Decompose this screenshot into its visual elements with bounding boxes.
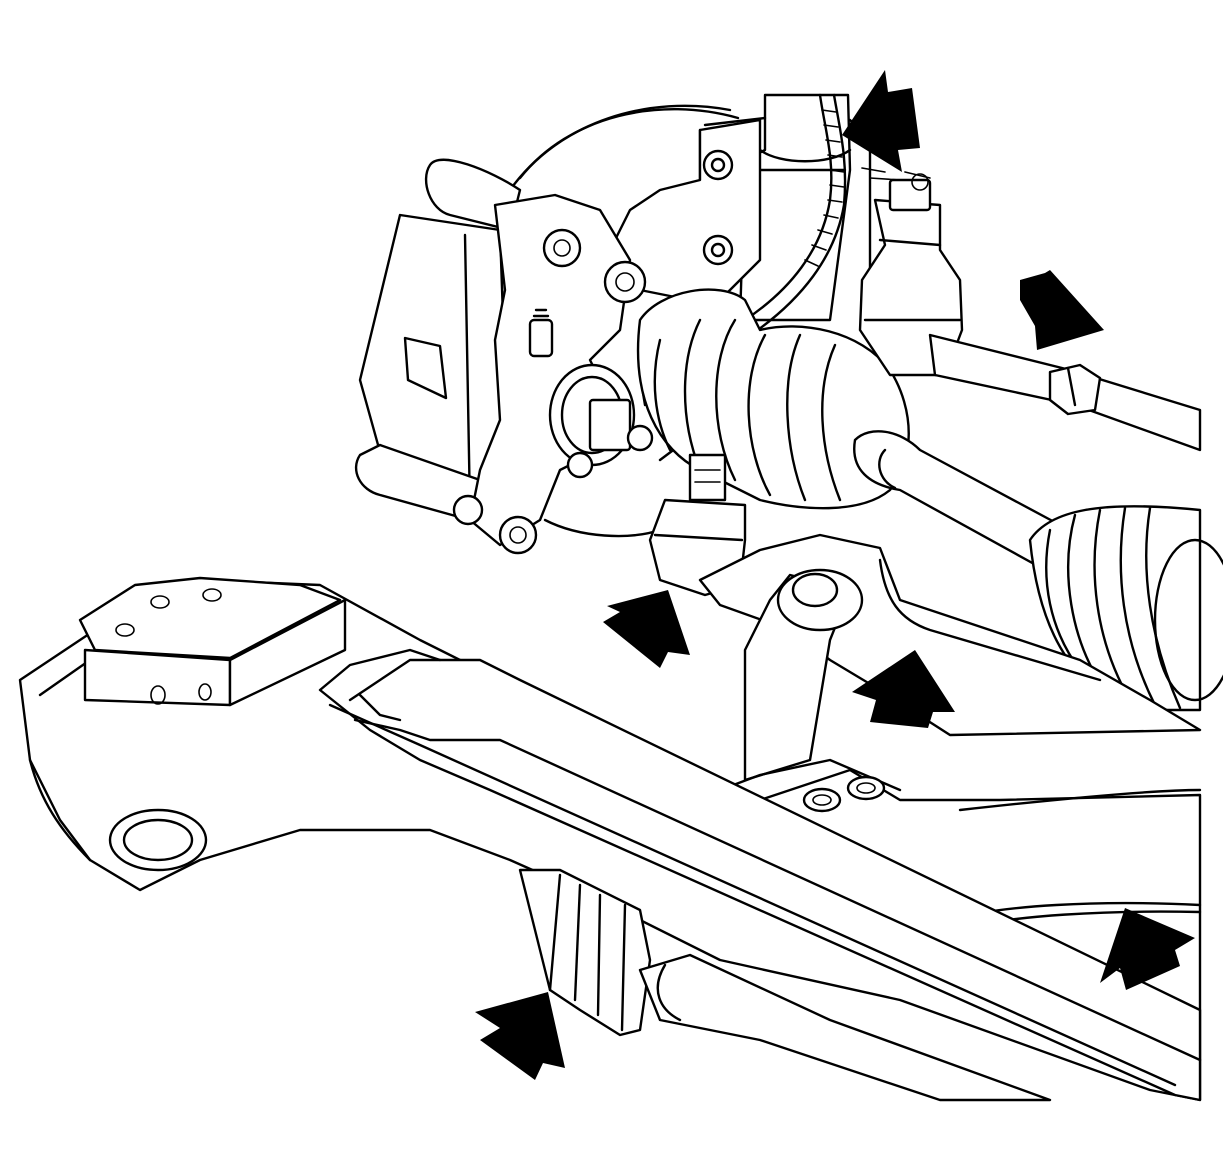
brake-caliper <box>354 158 636 547</box>
arrow-ball-joint <box>603 590 690 668</box>
drive-shaft <box>853 430 1062 572</box>
arrow-steering-boot <box>475 992 565 1080</box>
tie-rod <box>928 333 1202 452</box>
steering-gear-boot <box>518 868 1052 1102</box>
cv-axle-boot <box>636 288 910 510</box>
arrow-top-strut <box>842 70 920 172</box>
brake-rotor <box>508 104 740 538</box>
stabilizer-link <box>743 568 864 782</box>
arrow-tie-rod-right <box>1020 270 1104 350</box>
steering-knuckle <box>608 118 792 482</box>
mount-bracket <box>78 576 347 707</box>
frame-rail <box>318 648 1202 1102</box>
arrow-control-arm <box>852 650 955 728</box>
caliper-bolts <box>452 228 654 555</box>
arrow-crossmember-right <box>1100 908 1195 990</box>
